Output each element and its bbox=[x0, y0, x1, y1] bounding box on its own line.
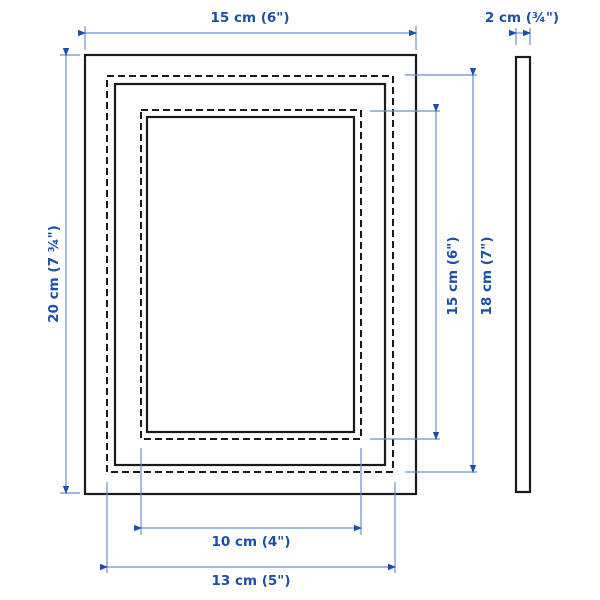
outer-frame bbox=[83, 53, 418, 496]
front-view bbox=[83, 53, 418, 496]
outer-width-label: 15 cm (6") bbox=[210, 10, 289, 26]
picture-width-dimension: 10 cm (4") bbox=[134, 448, 362, 550]
mat-opening-width-dimension: 13 cm (5") bbox=[100, 482, 396, 589]
outer-height-dimension: 20 cm (7 ¾") bbox=[46, 48, 80, 494]
outer-dashed-line bbox=[106, 75, 394, 473]
side-view-frame bbox=[514, 55, 532, 494]
depth-dimension: 2 cm (¾") bbox=[485, 10, 559, 45]
outer-width-dimension: 15 cm (6") bbox=[78, 10, 417, 50]
outer-height-label: 20 cm (7 ¾") bbox=[46, 225, 62, 323]
picture-height-label: 15 cm (6") bbox=[445, 236, 461, 315]
mat-opening-height-dimension: 18 cm (7") bbox=[405, 68, 495, 473]
inner-dashed-line bbox=[140, 109, 362, 440]
mat-opening-height-label: 18 cm (7") bbox=[479, 236, 495, 315]
picture-opening bbox=[145, 115, 356, 434]
mat-opening-width-label: 13 cm (5") bbox=[211, 573, 290, 589]
picture-width-label: 10 cm (4") bbox=[211, 534, 290, 550]
picture-height-dimension: 15 cm (6") bbox=[370, 104, 461, 440]
depth-label: 2 cm (¾") bbox=[485, 10, 559, 26]
mat-opening bbox=[113, 82, 387, 467]
